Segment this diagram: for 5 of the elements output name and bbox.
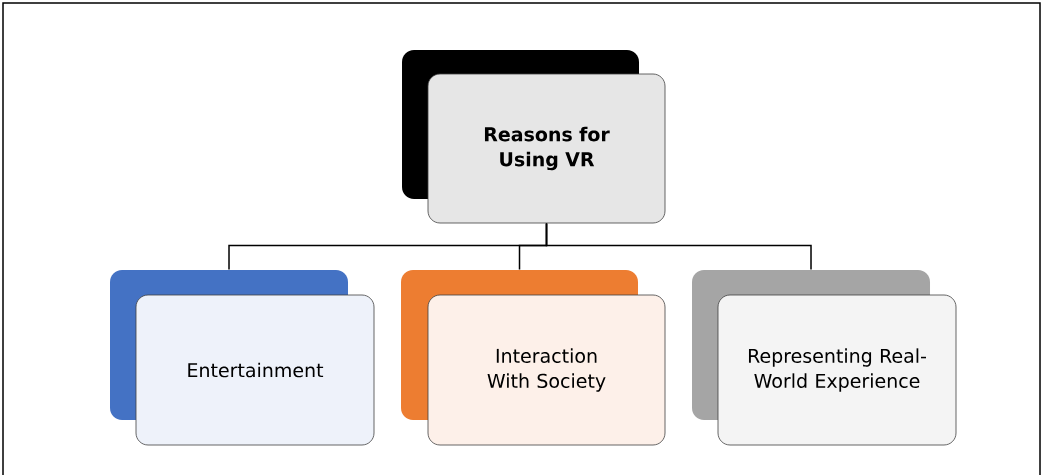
card-box: Interaction With Society — [401, 270, 666, 446]
card-box: Representing Real-World Experience — [692, 270, 957, 446]
card-box: Entertainment — [110, 270, 375, 446]
connector-line — [545, 222, 812, 271]
card-box: Reasons for Using VR — [402, 50, 666, 224]
